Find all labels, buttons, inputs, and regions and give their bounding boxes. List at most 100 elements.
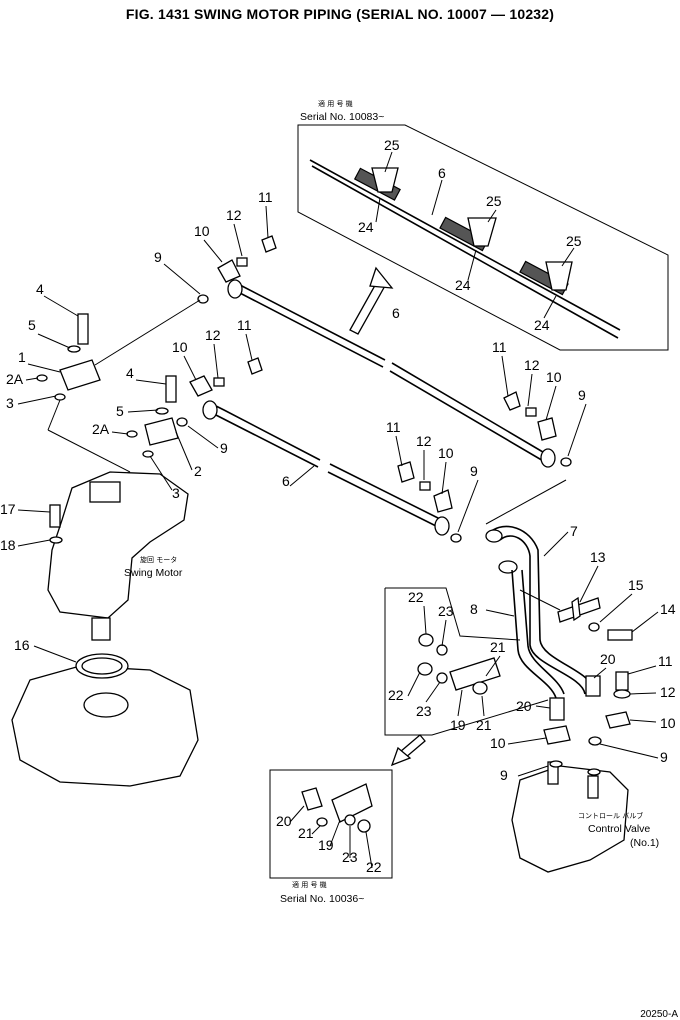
control-valve-label: Control Valve	[588, 823, 650, 835]
label-22a: 22	[408, 589, 424, 605]
label-10c: 10	[546, 369, 562, 385]
part-number-labels: 25 6 24 25 24 25 24 11 12 10 9 4 5 1 2A …	[0, 137, 676, 875]
label-8: 8	[470, 601, 478, 617]
label-4a: 4	[36, 281, 44, 297]
label-3a: 3	[6, 395, 14, 411]
label-10a: 10	[194, 223, 210, 239]
label-2A-b: 2A	[92, 421, 110, 437]
o-ring-upper-left	[197, 294, 209, 304]
label-11a: 11	[258, 189, 273, 205]
inset-serial-10036: 適 用 号 機 Serial No. 10036~	[269, 769, 393, 905]
label-25b: 25	[486, 193, 502, 209]
label-24b: 24	[455, 277, 471, 293]
swing-motor: 旋回 モータ Swing Motor	[47, 471, 189, 641]
label-11d: 11	[386, 419, 401, 435]
clamp-13	[557, 596, 601, 623]
control-valve: コントロール バルブ Control Valve (No.1)	[511, 760, 659, 873]
label-6c: 6	[282, 473, 290, 489]
washer-15	[588, 622, 600, 632]
label-2A-a: 2A	[6, 371, 24, 387]
o-ring-lower-right	[450, 533, 462, 543]
swing-machinery-case	[11, 653, 199, 787]
label-12d: 12	[416, 433, 432, 449]
label-17: 17	[0, 501, 16, 517]
label-19a: 19	[450, 717, 466, 733]
lower-swing-pipe	[202, 400, 450, 536]
inset-serial-10083: 適 用 号 機 Serial No. 10083~	[297, 99, 669, 351]
upper-left-flange	[217, 235, 277, 283]
label-12e: 12	[660, 684, 676, 700]
label-23b: 23	[416, 703, 432, 719]
label-16: 16	[14, 637, 30, 653]
inset-top-jp: 適 用 号 機	[318, 99, 353, 108]
bracket-lower	[126, 375, 179, 458]
swing-motor-jp: 旋回 モータ	[140, 555, 177, 564]
label-25c: 25	[566, 233, 582, 249]
label-24a: 24	[358, 219, 374, 235]
direction-arrow-lower	[390, 734, 426, 767]
control-valve-jp: コントロール バルブ	[578, 811, 643, 820]
control-valve-no: (No.1)	[630, 837, 659, 849]
label-12a: 12	[226, 207, 242, 223]
inset-top-serial: Serial No. 10083~	[300, 111, 384, 123]
label-9e: 9	[500, 767, 508, 783]
lower-left-flange	[189, 357, 263, 397]
label-21a: 21	[490, 639, 506, 655]
label-22c: 22	[366, 859, 382, 875]
label-10e: 10	[660, 715, 676, 731]
label-11b: 11	[237, 317, 252, 333]
label-5a: 5	[28, 317, 36, 333]
lower-right-flange	[397, 461, 453, 513]
hose-7	[485, 525, 601, 697]
label-21c: 21	[298, 825, 314, 841]
label-12c: 12	[524, 357, 540, 373]
label-15: 15	[628, 577, 644, 593]
label-11e: 11	[658, 653, 673, 669]
label-22b: 22	[388, 687, 404, 703]
inset-pipe-clamp-c	[519, 260, 573, 296]
label-24c: 24	[534, 317, 550, 333]
label-2: 2	[194, 463, 202, 479]
o-ring-lower-left	[176, 417, 188, 427]
label-14: 14	[660, 601, 676, 617]
label-19b: 19	[318, 837, 334, 853]
label-18: 18	[0, 537, 16, 553]
label-9f: 9	[660, 749, 668, 765]
direction-arrow-upper	[349, 266, 394, 335]
leader-lines	[17, 205, 659, 869]
swing-motor-label: Swing Motor	[124, 567, 183, 579]
o-ring-upper-right	[560, 457, 572, 467]
label-10f: 10	[490, 735, 506, 751]
inset-pipe-clamp-a	[353, 167, 401, 201]
label-25a: 25	[384, 137, 400, 153]
label-12b: 12	[205, 327, 221, 343]
label-11c: 11	[492, 339, 507, 355]
bracket-upper	[36, 313, 101, 401]
inset-pipe-clamp-b	[439, 216, 497, 252]
label-21b: 21	[476, 717, 492, 733]
label-10b: 10	[172, 339, 188, 355]
nut-22a	[418, 633, 434, 647]
washer-23b	[436, 672, 448, 684]
label-10d: 10	[438, 445, 454, 461]
inset-bottom-jp: 適 用 号 機	[292, 880, 327, 889]
label-5b: 5	[116, 403, 124, 419]
page-code: 20250-A	[640, 1009, 678, 1020]
label-9b: 9	[220, 440, 228, 456]
label-9c: 9	[578, 387, 586, 403]
label-9d: 9	[470, 463, 478, 479]
label-6a: 6	[438, 165, 446, 181]
label-7: 7	[570, 523, 578, 539]
upper-swing-pipe	[227, 279, 556, 468]
label-23a: 23	[438, 603, 454, 619]
hose-8	[511, 569, 565, 721]
nut-22b	[417, 662, 433, 676]
label-4b: 4	[126, 365, 134, 381]
label-6b: 6	[392, 305, 400, 321]
plate-19	[449, 657, 501, 695]
label-3b: 3	[172, 485, 180, 501]
fitting-right	[543, 671, 631, 746]
label-20b: 20	[516, 698, 532, 714]
label-9a: 9	[154, 249, 162, 265]
